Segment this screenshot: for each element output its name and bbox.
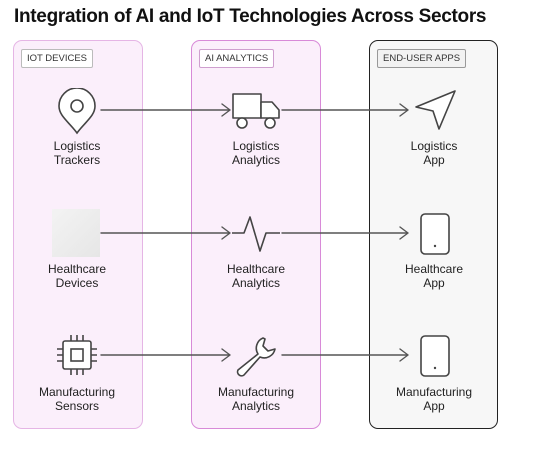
- node-label-line: Logistics: [53, 139, 101, 153]
- tablet-icon: [420, 213, 450, 255]
- image-placeholder-icon: [52, 209, 100, 257]
- wrench-icon: [236, 337, 276, 377]
- node-manufacturing-app: Manufacturing App: [379, 385, 489, 413]
- node-healthcare-analytics: Healthcare Analytics: [201, 262, 311, 290]
- node-manufacturing-analytics: Manufacturing Analytics: [201, 385, 311, 413]
- pulse-icon: [232, 216, 280, 252]
- node-label-line: Logistics: [410, 139, 458, 153]
- edge-logistics-analytics-to-app: [281, 103, 409, 117]
- node-label-line: Manufacturing: [217, 385, 295, 399]
- node-label-line: Analytics: [231, 153, 281, 167]
- group-label-iot-devices: IOT DEVICES: [21, 49, 94, 68]
- node-label-line: Devices: [55, 276, 99, 290]
- node-healthcare-devices: Healthcare Devices: [22, 262, 132, 290]
- node-label-line: Manufacturing: [38, 385, 116, 399]
- node-logistics-trackers: Logistics Trackers: [22, 139, 132, 167]
- node-logistics-app: Logistics App: [379, 139, 489, 167]
- edge-healthcare-devices-to-analytics: [100, 226, 231, 240]
- node-label-line: App: [423, 399, 445, 413]
- node-label-line: Analytics: [231, 276, 281, 290]
- truck-icon: [232, 93, 280, 129]
- group-label-ai-analytics: AI ANALYTICS: [199, 49, 275, 68]
- node-label-line: Sensors: [54, 399, 100, 413]
- node-label-line: App: [423, 276, 445, 290]
- node-label-line: Trackers: [53, 153, 101, 167]
- node-label-line: Healthcare: [404, 262, 464, 276]
- cpu-chip-icon: [57, 335, 97, 375]
- node-label-line: App: [423, 153, 445, 167]
- node-label-line: Healthcare: [47, 262, 107, 276]
- node-label-line: Logistics: [232, 139, 280, 153]
- group-label-end-user-apps: END-USER APPS: [377, 49, 467, 68]
- diagram-title: Integration of AI and IoT Technologies A…: [14, 6, 487, 27]
- node-logistics-analytics: Logistics Analytics: [201, 139, 311, 167]
- navigation-arrow-icon: [415, 90, 456, 130]
- tablet-icon: [420, 335, 450, 377]
- edge-manufacturing-sensors-to-analytics: [100, 348, 231, 362]
- edge-healthcare-analytics-to-app: [281, 226, 409, 240]
- node-label-line: Analytics: [231, 399, 281, 413]
- node-label-line: Healthcare: [226, 262, 286, 276]
- node-manufacturing-sensors: Manufacturing Sensors: [22, 385, 132, 413]
- map-pin-icon: [58, 88, 96, 135]
- node-label-line: Manufacturing: [395, 385, 473, 399]
- node-healthcare-app: Healthcare App: [379, 262, 489, 290]
- ai-analytics-group: AI ANALYTICS: [191, 40, 321, 429]
- edge-manufacturing-analytics-to-app: [281, 348, 409, 362]
- edge-logistics-trackers-to-analytics: [100, 103, 231, 117]
